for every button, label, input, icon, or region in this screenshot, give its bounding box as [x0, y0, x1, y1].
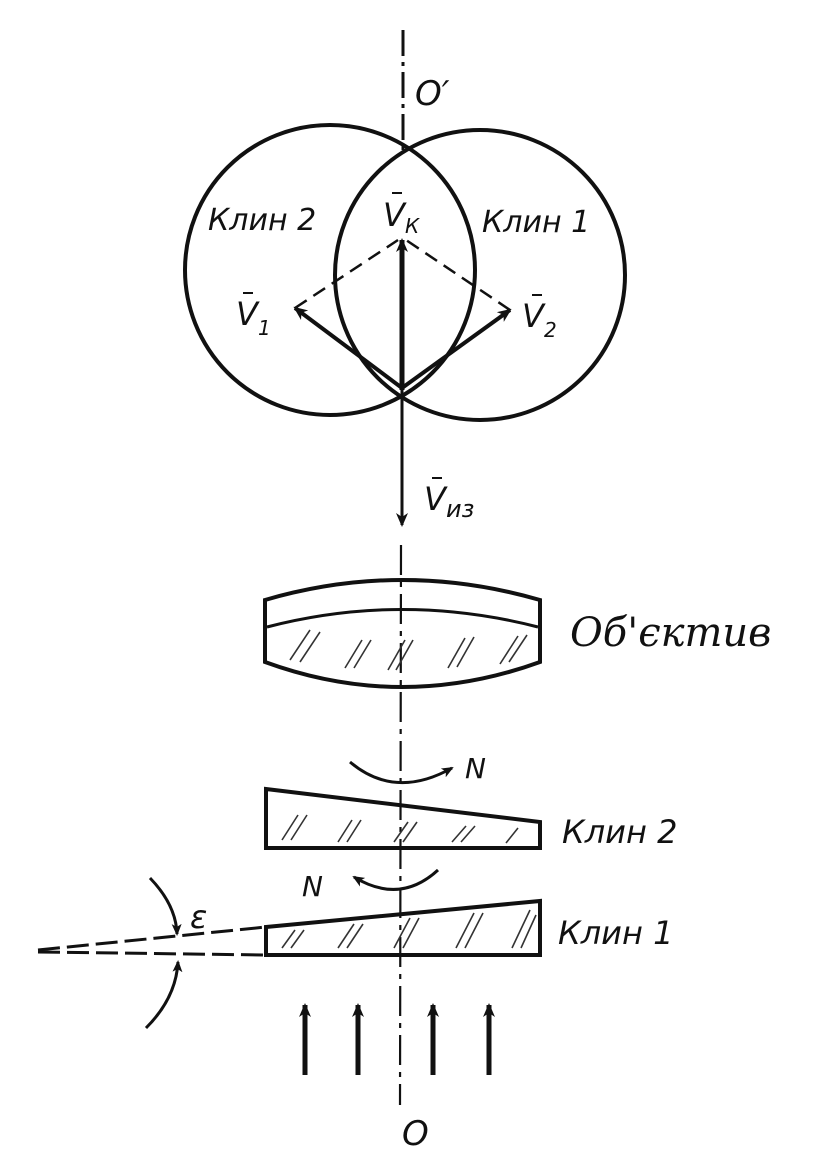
angle-arc-upper: [148, 876, 182, 936]
angle-label: ε: [190, 898, 207, 936]
wedge2-circle: [183, 123, 477, 417]
optical-axis-lower: [398, 544, 403, 1106]
vk-letter: V: [383, 196, 407, 234]
rotation-upper-label: N: [465, 752, 486, 785]
wedge-1: [264, 898, 542, 957]
wedge1-extension-bottom: [37, 950, 267, 957]
axis-top-label: O′: [415, 74, 450, 114]
v2-letter: V: [522, 297, 546, 335]
vector-viz-label: V из: [424, 477, 474, 523]
wedge2-hatching: [281, 814, 519, 844]
vector-v2-label: V 2: [522, 294, 557, 342]
vector-v1-arrow: [293, 306, 404, 390]
vk-subscript: К: [405, 214, 420, 238]
parallelogram-dash-left: [294, 238, 399, 310]
wedge2-circle-label: Клин 2: [208, 203, 316, 238]
viz-subscript: из: [446, 495, 474, 523]
vector-v1-label: V 1: [236, 292, 271, 340]
wedge1-hatching: [281, 909, 537, 949]
lens-hatching: [289, 629, 528, 671]
wedge2-label: Клин 2: [562, 813, 677, 851]
parallelogram-dash-right: [405, 238, 511, 312]
wedge1-circle-label: Клин 1: [482, 205, 590, 240]
wedge1-circle: [333, 128, 627, 422]
axis-bottom-label: O: [402, 1114, 429, 1154]
rotation-arrow-upper: [349, 760, 454, 785]
objective-lens: [263, 578, 542, 689]
wedge-2: [264, 786, 542, 850]
incoming-light-arrows: [299, 1003, 495, 1075]
wedge1-extension-slope: [37, 925, 267, 952]
rotation-arrow-lower: [352, 868, 440, 891]
vector-vk-label: V К: [383, 192, 420, 238]
v2-subscript: 2: [544, 318, 557, 342]
angle-arc-lower: [144, 960, 183, 1030]
v1-subscript: 1: [258, 316, 271, 340]
vector-v2-arrow: [400, 308, 512, 390]
wedge1-label: Клин 1: [558, 914, 673, 952]
rotation-lower-label: N: [302, 870, 323, 903]
viz-letter: V: [424, 480, 448, 518]
lens-label: Об'єктив: [570, 610, 771, 656]
v1-letter: V: [236, 295, 260, 333]
